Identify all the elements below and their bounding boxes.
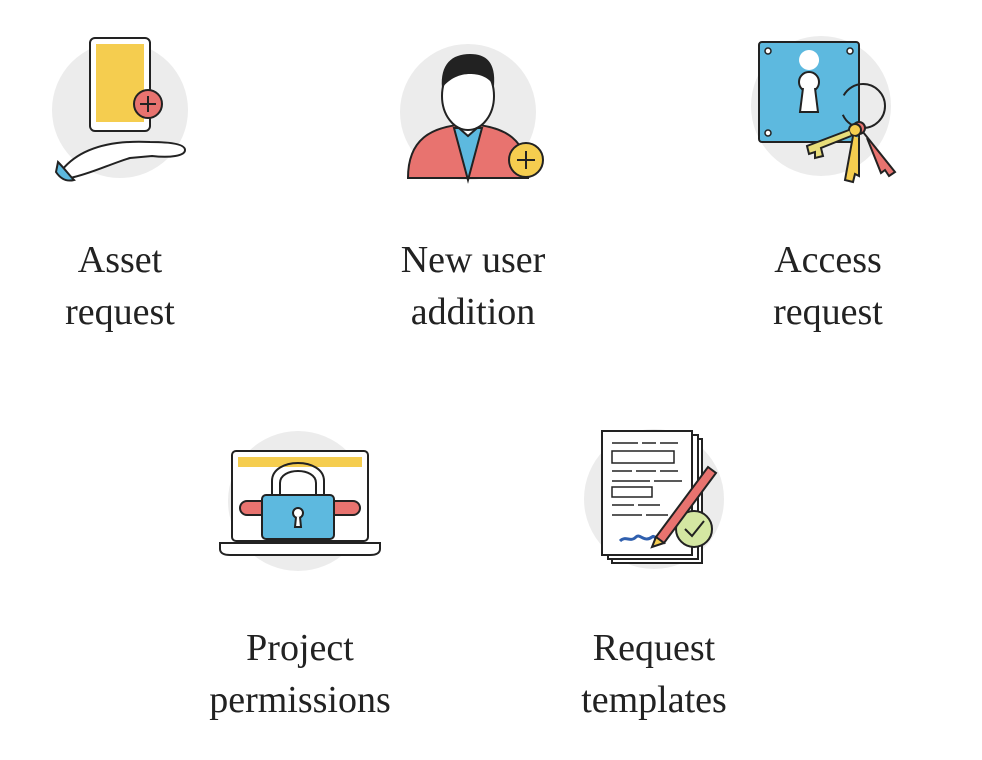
label-line-2: addition bbox=[410, 291, 536, 333]
lock-keys-icon bbox=[751, 36, 897, 184]
access-request-label: Access request bbox=[728, 234, 928, 338]
label-line-1: Project bbox=[246, 627, 354, 669]
label-line-2: request bbox=[773, 291, 883, 333]
label-line-2: request bbox=[65, 291, 175, 333]
request-templates-label: Request templates bbox=[546, 622, 762, 726]
label-line-1: New user bbox=[400, 239, 546, 281]
new-user-addition-label: New user addition bbox=[360, 234, 586, 338]
label-line-1: Asset bbox=[77, 239, 163, 281]
user-plus-icon bbox=[400, 44, 544, 184]
asset-request-label: Asset request bbox=[20, 234, 220, 338]
label-line-1: Access bbox=[774, 239, 882, 281]
label-line-2: templates bbox=[581, 679, 727, 721]
label-line-1: Request bbox=[592, 627, 716, 669]
hand-phone-plus-icon bbox=[52, 37, 188, 182]
project-permissions-label: Project permissions bbox=[180, 622, 420, 726]
laptop-padlock-icon bbox=[219, 431, 381, 571]
label-line-2: permissions bbox=[209, 679, 391, 721]
document-pen-icon bbox=[584, 429, 724, 569]
